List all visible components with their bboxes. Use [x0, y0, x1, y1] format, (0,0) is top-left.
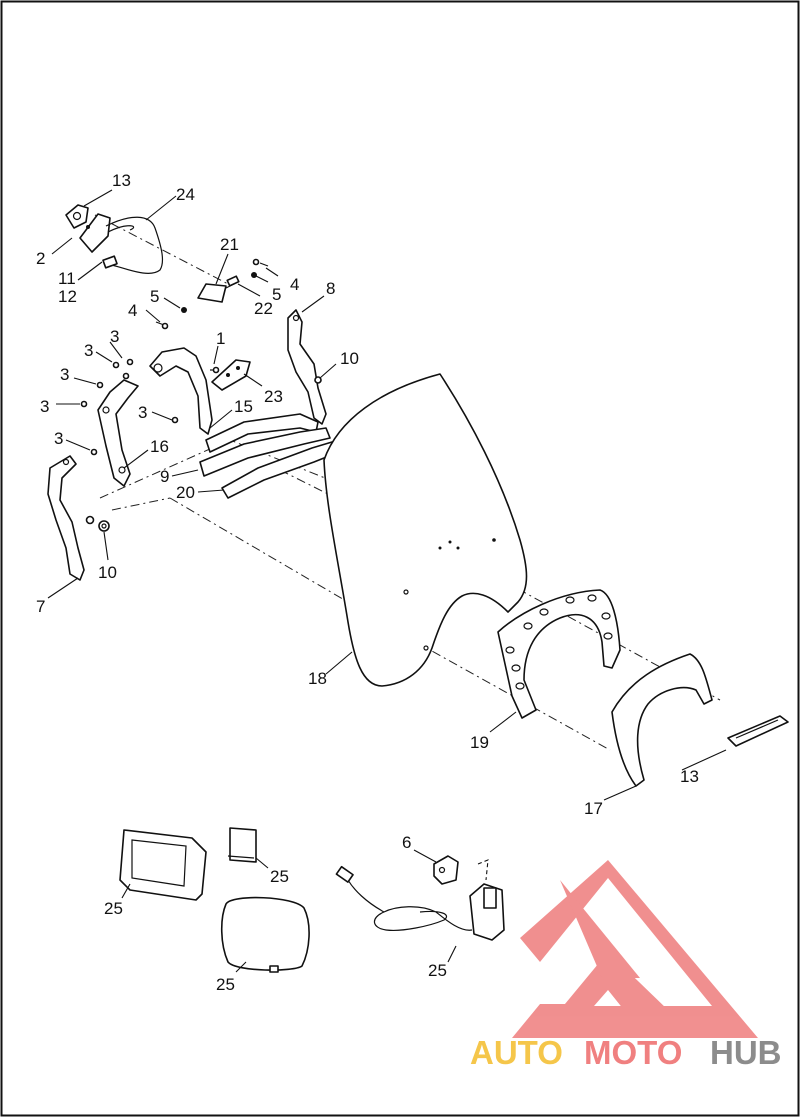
callout-19: 19 [470, 733, 489, 752]
assembly-line [169, 497, 611, 751]
callout-3: 3 [84, 341, 93, 360]
part-switch-cover [65, 204, 89, 229]
callout-7: 7 [36, 597, 45, 616]
callout-22: 22 [254, 299, 273, 318]
brand-auto: AUTO [470, 1034, 563, 1071]
callout-13: 13 [112, 171, 131, 190]
assembly-line [94, 214, 231, 286]
callout-2: 2 [36, 249, 45, 268]
brand-hub: HUB [710, 1034, 782, 1071]
callout-4: 4 [290, 275, 299, 294]
callout-25: 25 [104, 899, 123, 918]
callout-12: 12 [58, 287, 77, 306]
callout-17: 17 [584, 799, 603, 818]
watermark-logo [512, 860, 758, 1038]
part-mounting-plate [211, 359, 251, 391]
part-wiring-harness [79, 213, 164, 274]
callout-25: 25 [428, 961, 447, 980]
triangle-mark-inner-icon [560, 880, 640, 978]
part-right-mount-bracket [287, 309, 327, 425]
callout-5: 5 [150, 287, 159, 306]
callout-11: 11 [58, 269, 76, 288]
callout-3: 3 [110, 327, 119, 346]
callout-25: 25 [216, 975, 235, 994]
part-carrying-case [220, 896, 310, 973]
callout-4: 4 [128, 301, 137, 320]
part-gps-unit [119, 829, 207, 901]
callout-6: 6 [402, 833, 411, 852]
callout-8: 8 [326, 279, 335, 298]
callout-15: 15 [234, 397, 253, 416]
callout-3: 3 [40, 397, 49, 416]
callout-24: 24 [176, 185, 195, 204]
callout-13: 13 [680, 767, 699, 786]
callout-3: 3 [54, 429, 63, 448]
part-small-screws [80, 258, 269, 456]
callout-16: 16 [150, 437, 169, 456]
part-left-upper-bracket [97, 379, 139, 487]
callout-23: 23 [264, 387, 283, 406]
part-windshield [323, 373, 528, 687]
part-decal-strip [727, 715, 789, 747]
part-outer-trim [611, 653, 713, 787]
watermark-wordmark: AUTO MOTO HUB [470, 1034, 782, 1071]
part-center-bracket [149, 347, 213, 435]
callout-21: 21 [220, 235, 239, 254]
part-washer [98, 520, 110, 532]
callout-1: 1 [216, 329, 225, 348]
callout-25: 25 [270, 867, 289, 886]
callout-20: 20 [176, 483, 195, 502]
callout-3: 3 [138, 403, 147, 422]
leader-lines [47, 189, 727, 973]
callout-9: 9 [160, 467, 169, 486]
part-memory-card [227, 827, 257, 863]
callout-10: 10 [340, 349, 359, 368]
callout-10: 10 [98, 563, 117, 582]
callout-18: 18 [308, 669, 327, 688]
callout-3: 3 [60, 365, 69, 384]
callout-labels: 13 24 2 11 12 21 4 5 22 4 5 8 3 3 1 10 3… [36, 171, 699, 994]
part-brace-strap [199, 413, 335, 499]
part-left-lower-bracket [47, 455, 95, 581]
brand-moto: MOTO [584, 1034, 682, 1071]
callout-5: 5 [272, 285, 281, 304]
part-power-adapter [335, 865, 505, 941]
part-clip [433, 855, 459, 885]
part-inner-fairing-bracket [497, 589, 621, 719]
part-latch [197, 275, 240, 303]
